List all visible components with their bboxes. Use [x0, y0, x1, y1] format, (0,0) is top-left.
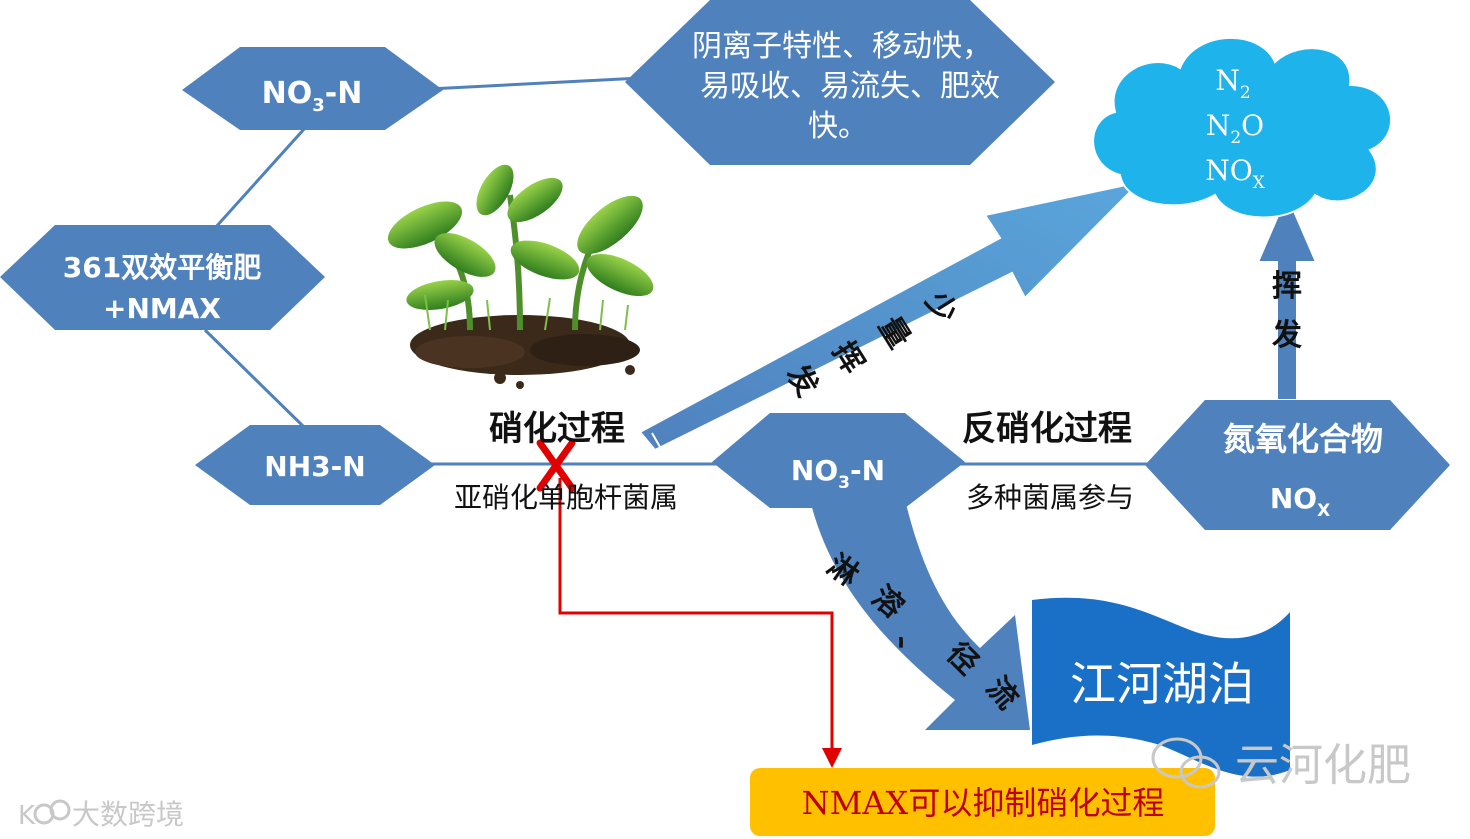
inhibition-path — [536, 439, 842, 768]
properties-hexagon — [625, 0, 1055, 165]
nh3-label: NH3-N — [264, 450, 365, 483]
leaching-arrow — [810, 500, 1030, 730]
no3-top-label: NO3-N — [262, 76, 363, 116]
brand-watermark: 云河化肥 — [1235, 740, 1411, 791]
denitrification-label: 反硝化过程 — [962, 409, 1132, 449]
fertilizer-line-1: 361双效平衡肥 — [63, 251, 261, 284]
inhibition-x-mark — [536, 439, 576, 492]
denitrification-bacteria-label: 多种菌属参与 — [966, 481, 1134, 514]
nh3-hexagon — [195, 425, 435, 505]
properties-line-3: 快。 — [808, 109, 868, 144]
note-text: NMAX可以抑制硝化过程 — [802, 784, 1165, 822]
connector-fertilizer-nh3 — [203, 328, 307, 430]
wechat-icon — [1151, 737, 1221, 789]
note-box — [750, 768, 1215, 836]
no3-mid-label: NO3-N — [791, 454, 885, 493]
properties-line-2: 易吸收、易流失、肥效 — [700, 69, 1000, 104]
source-logo-letter: K — [18, 801, 36, 831]
fertilizer-line-2: +NMAX — [103, 292, 221, 325]
fertilizer-hexagon — [0, 225, 325, 330]
river-shape — [1032, 597, 1290, 777]
nitrification-bacteria-label: 亚硝化单胞杆菌属 — [454, 481, 678, 514]
small-volatilize-arrow — [638, 180, 1144, 452]
inhibition-arrowhead — [822, 748, 842, 768]
small-volatilize-arrow-tick — [651, 432, 661, 448]
no3-mid-hexagon — [712, 413, 965, 508]
gas-cloud — [1092, 37, 1393, 219]
cloud-nox: NOX — [1205, 154, 1265, 193]
inhibition-line — [558, 478, 834, 752]
properties-line-1: 阴离子特性、移动快， — [692, 29, 992, 64]
nitrogen-oxide-formula: NOX — [1270, 482, 1330, 521]
connector-no3-properties — [409, 76, 641, 92]
cloud-n2o: N2O — [1206, 109, 1264, 148]
volatilize-char-2: 发 — [1271, 318, 1302, 353]
nitrification-label: 硝化过程 — [489, 409, 625, 449]
nitrogen-oxide-title: 氮氧化合物 — [1223, 420, 1383, 458]
connector-lines — [203, 76, 1160, 466]
plant-illustration — [387, 164, 654, 389]
river-label: 江河湖泊 — [1070, 657, 1254, 711]
volatilize-char-1: 挥 — [1272, 269, 1302, 304]
source-logo-icon — [33, 799, 71, 825]
cloud-n2: N2 — [1215, 64, 1250, 103]
source-watermark: 大数跨境 — [72, 798, 184, 831]
nitrogen-oxide-hexagon — [1145, 400, 1450, 530]
volatilize-arrow — [1256, 192, 1318, 401]
no3-top-hexagon — [182, 47, 443, 130]
connector-no3-fertilizer — [213, 126, 307, 230]
